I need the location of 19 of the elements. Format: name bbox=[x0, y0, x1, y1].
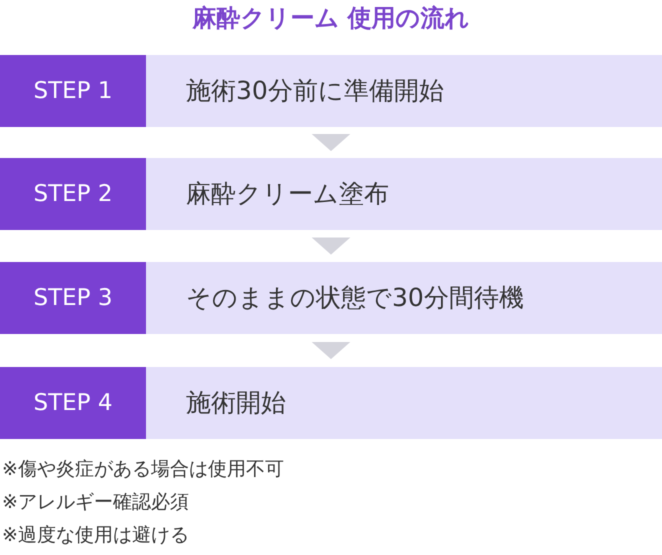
step-text: そのままの状態で30分間待機 bbox=[186, 282, 524, 314]
down-arrow bbox=[312, 342, 350, 360]
note: ※アレルギー確認必須 bbox=[2, 490, 189, 515]
note: ※過度な使用は避ける bbox=[2, 523, 189, 548]
step-label: STEP 3 bbox=[0, 262, 146, 334]
step-row bbox=[0, 158, 662, 230]
down-arrow bbox=[312, 134, 350, 152]
step-row bbox=[0, 262, 662, 334]
title: 麻酔クリーム 使用の流れ bbox=[191, 3, 471, 34]
step-label: STEP 4 bbox=[0, 367, 146, 439]
step-row bbox=[0, 367, 662, 439]
step-label: STEP 1 bbox=[0, 55, 146, 127]
step-text: 施術開始 bbox=[186, 387, 286, 419]
step-row bbox=[0, 55, 662, 127]
down-arrow bbox=[312, 238, 350, 255]
step-text: 施術30分前に準備開始 bbox=[186, 75, 444, 107]
step-label: STEP 2 bbox=[0, 158, 146, 230]
step-text: 麻酔クリーム塗布 bbox=[186, 178, 389, 210]
note: ※傷や炎症がある場合は使用不可 bbox=[2, 457, 284, 482]
